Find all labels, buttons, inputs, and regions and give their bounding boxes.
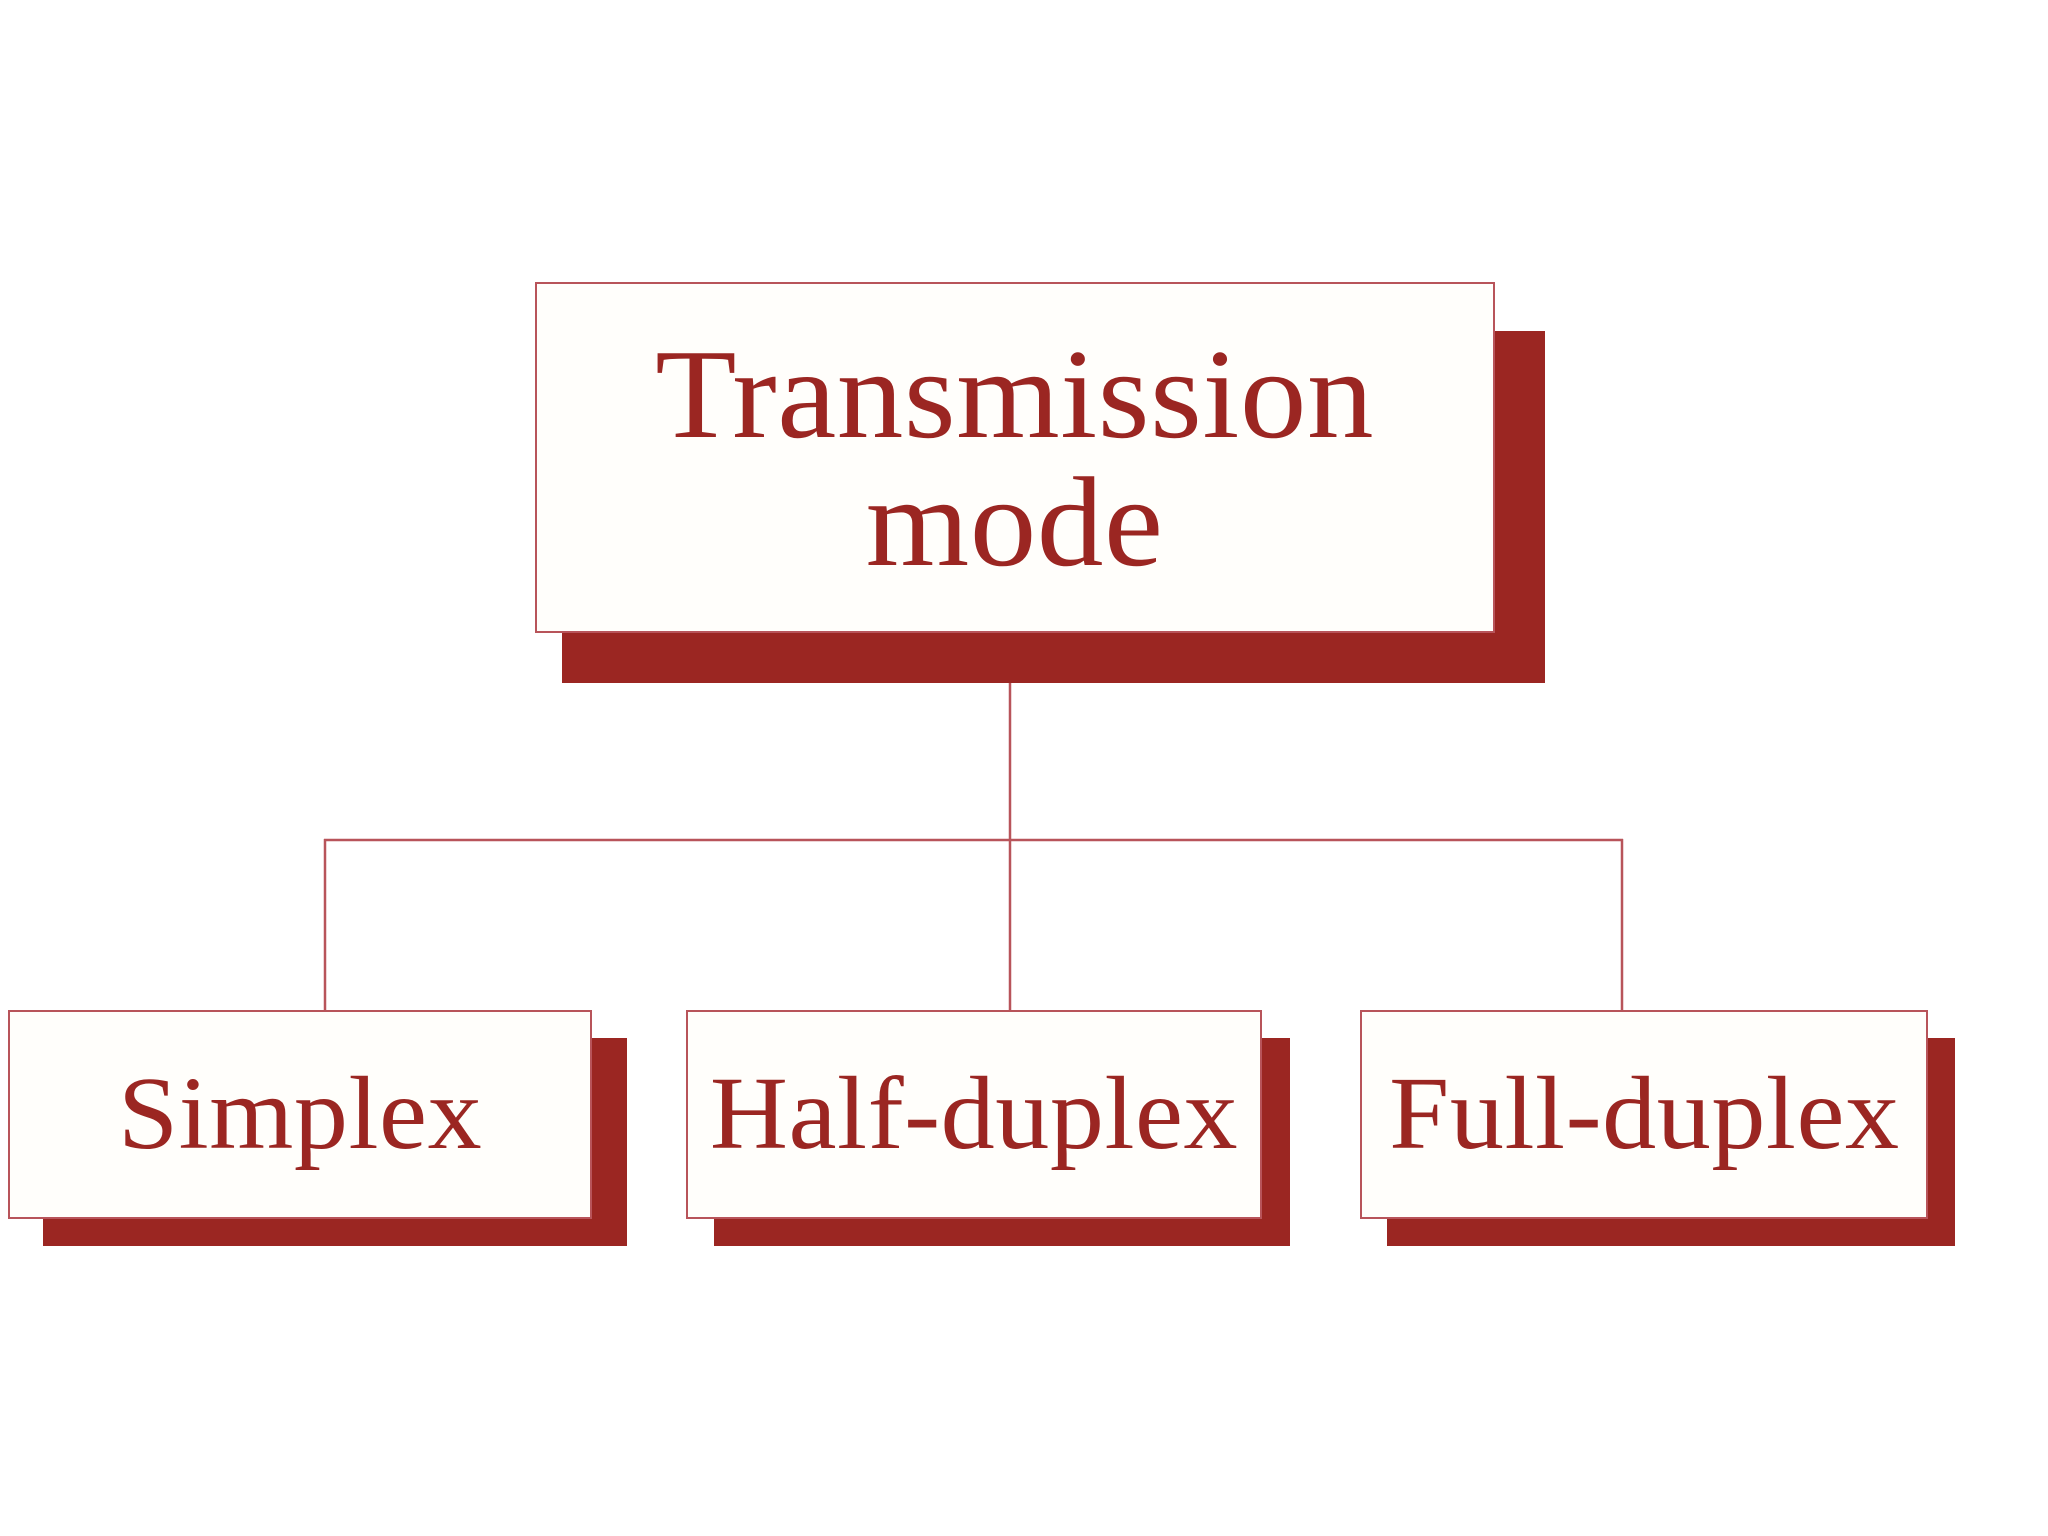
node-label-transmission-mode: Transmission mode [655, 322, 1375, 593]
node-face: Simplex [8, 1010, 592, 1219]
node-label-full-duplex: Full-duplex [1388, 1056, 1900, 1172]
node-face: Transmission mode [535, 282, 1495, 633]
node-label-half-duplex: Half-duplex [709, 1056, 1239, 1172]
node-face: Half-duplex [686, 1010, 1262, 1219]
node-face: Full-duplex [1360, 1010, 1928, 1219]
node-label-simplex: Simplex [117, 1056, 483, 1172]
